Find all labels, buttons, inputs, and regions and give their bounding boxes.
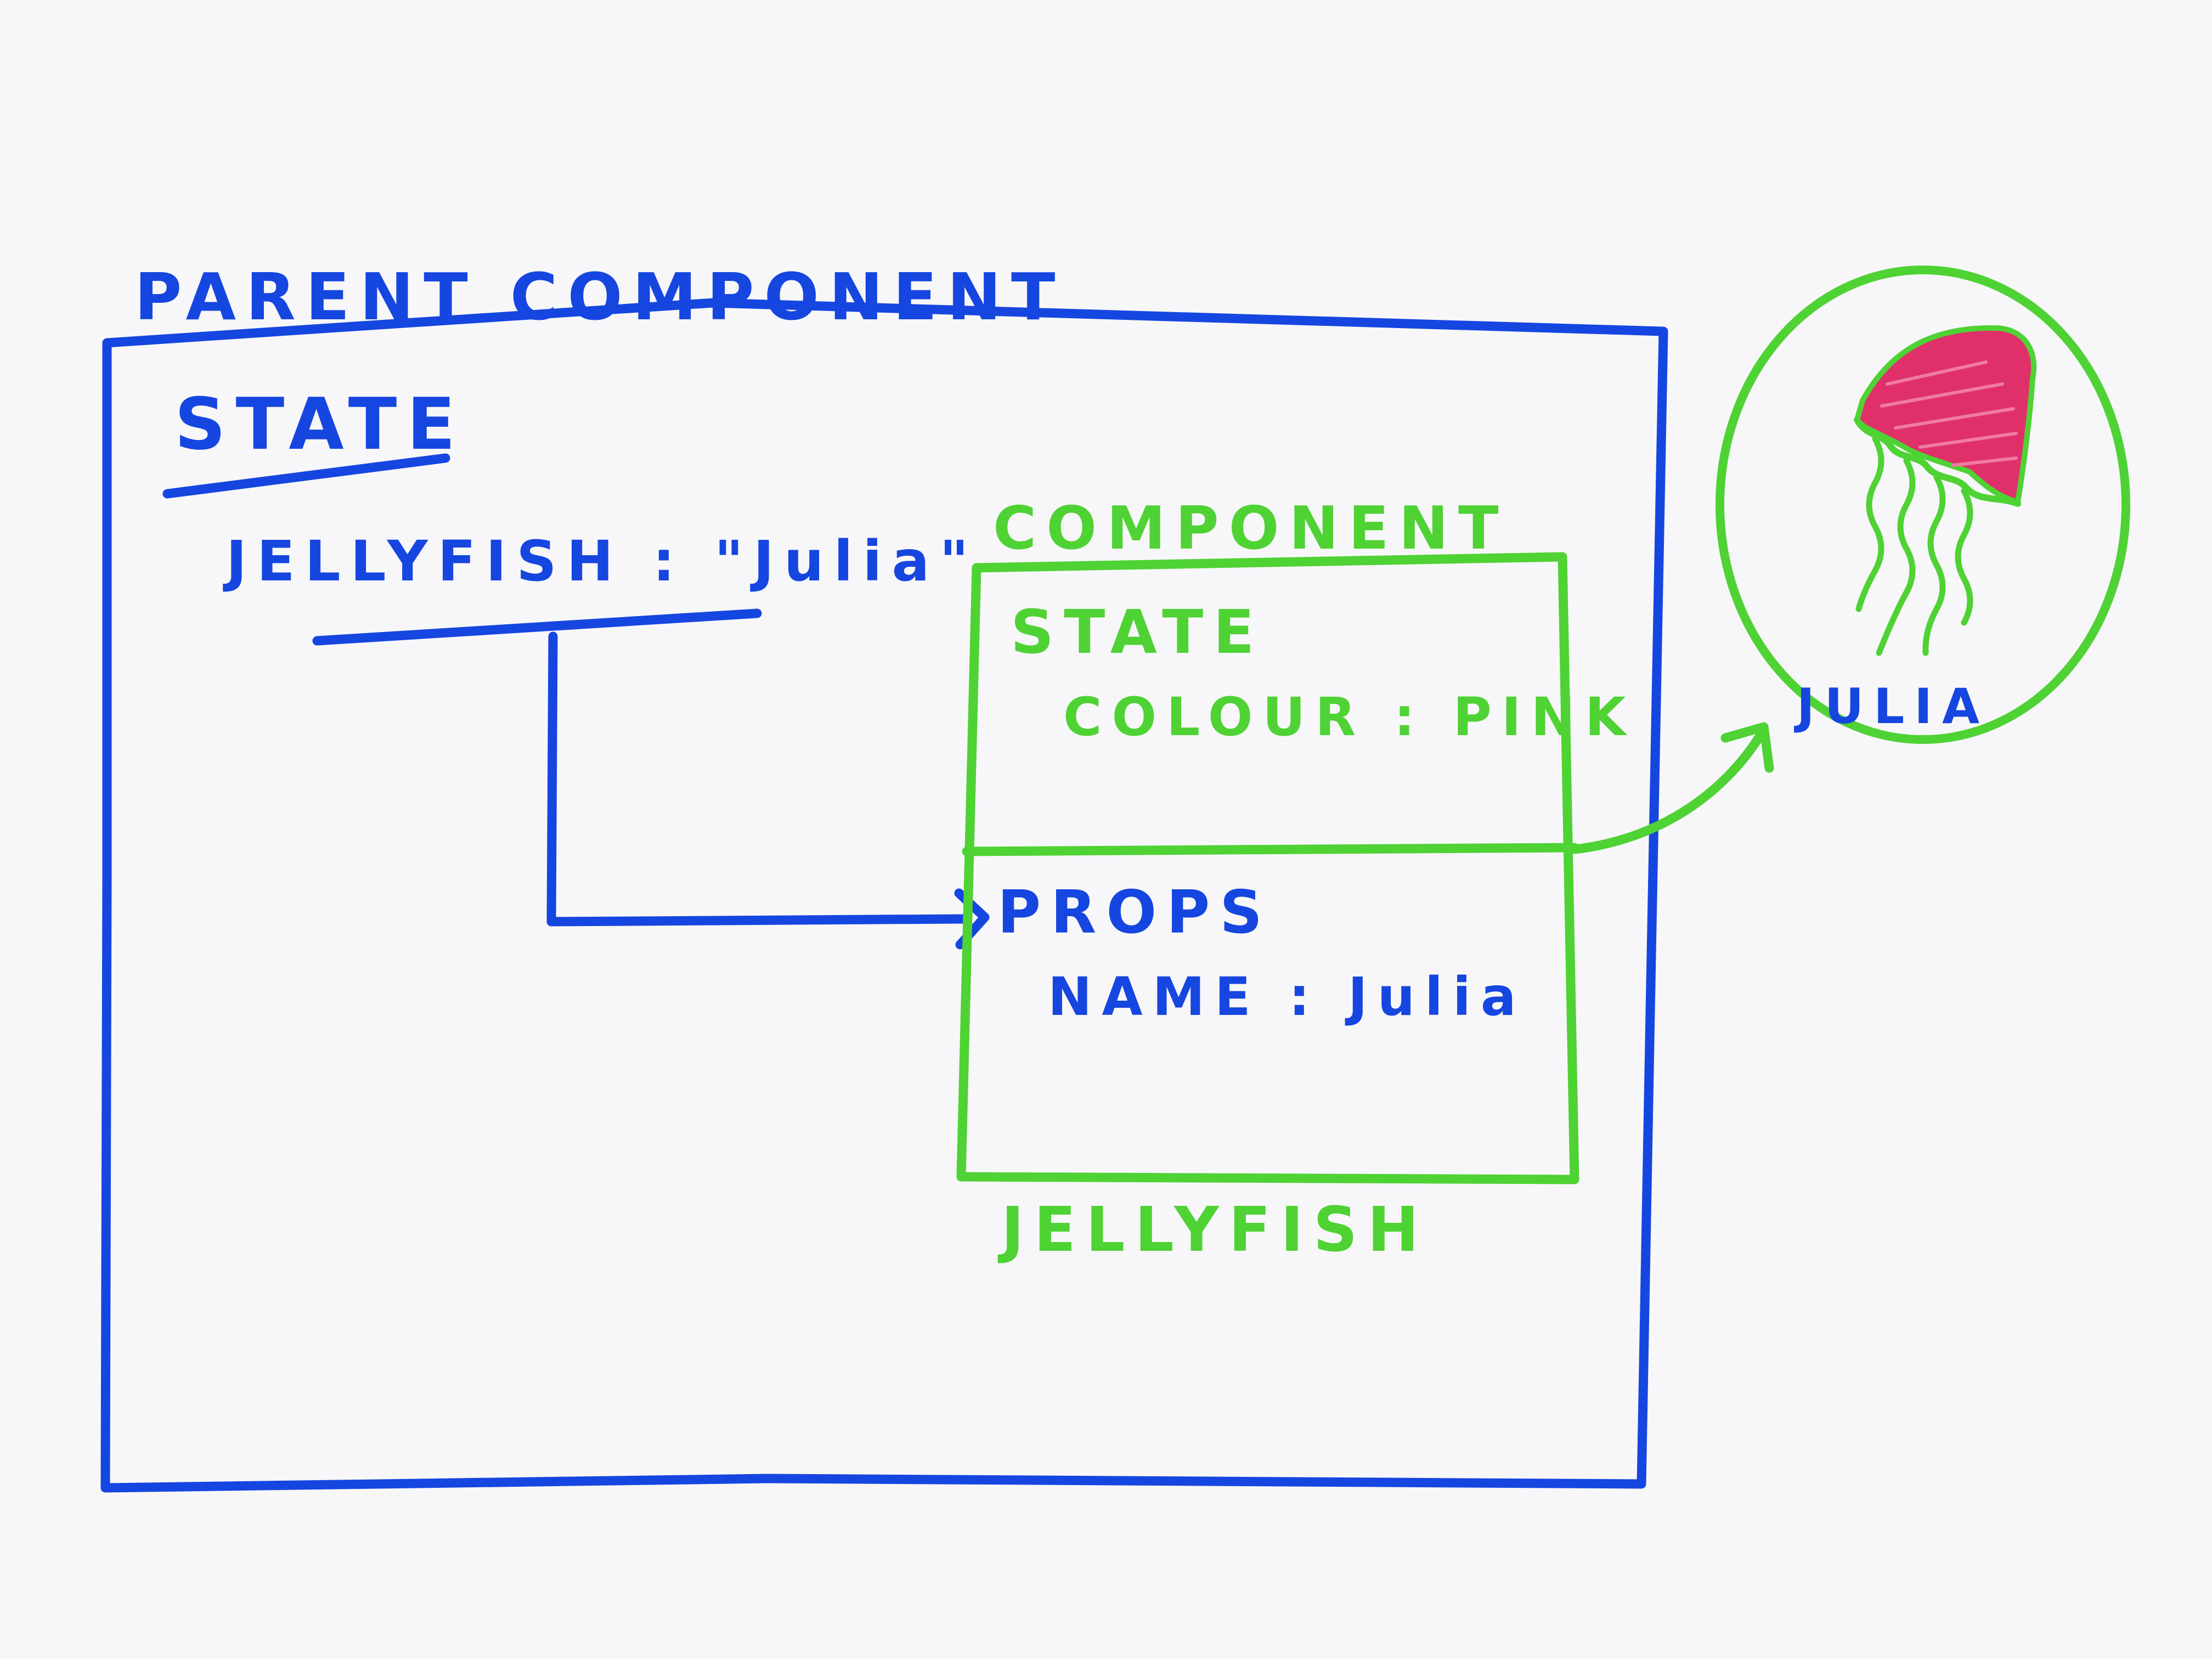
rendered-output-circle [1716,266,2130,744]
jellyfish-state-underline [312,608,762,646]
parent-component-box [100,298,1668,1493]
child-state-entry: COLOUR : PINK [1063,686,1635,748]
child-component-title: COMPONENT [993,494,1509,563]
child-component-box [956,552,1579,1184]
render-arrow [1570,725,1769,854]
parent-state-underline [162,453,450,499]
child-state-heading: STATE [1011,597,1265,667]
child-component-divider [962,843,1579,856]
jellyfish-icon [1854,325,2037,656]
parent-state-heading: STATE [174,382,465,466]
child-props-heading: PROPS [997,878,1272,947]
child-component-name: JELLYFISH [997,1194,1429,1266]
parent-state-entry: JELLYFISH : "Julia" [223,529,978,594]
rendered-output-label: JULIA [1794,678,1989,735]
parent-component-title: PARENT COMPONENT [134,259,1065,335]
render-arrowhead [1720,722,1774,773]
state-to-props-connector [546,631,968,927]
child-props-entry: NAME : Julia [1048,966,1526,1028]
